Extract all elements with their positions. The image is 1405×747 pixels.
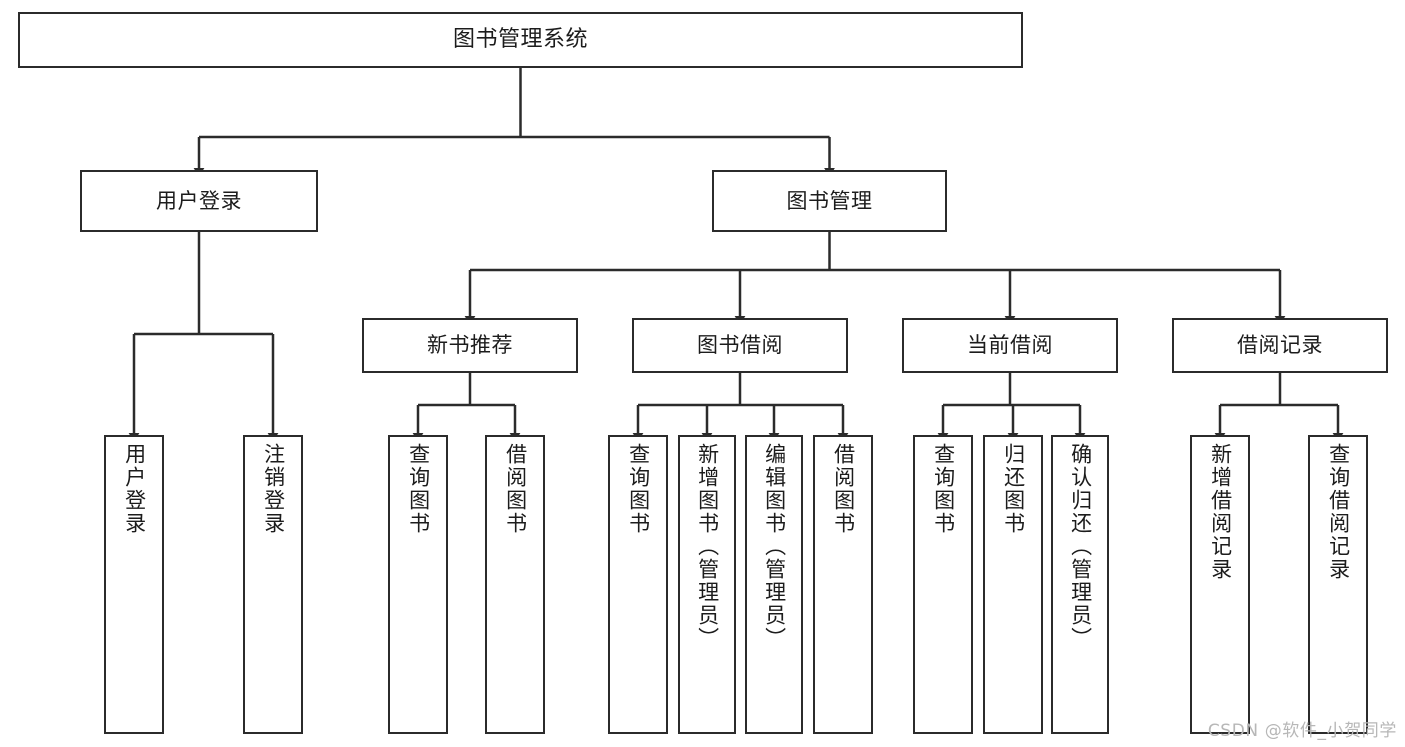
node-l_login[interactable]: 用户登录 <box>104 435 164 734</box>
node-label: 查询借阅记录 <box>1326 443 1351 581</box>
node-root[interactable]: 图书管理系统 <box>18 12 1023 68</box>
node-l_edit[interactable]: 编辑图书（管理员） <box>745 435 803 734</box>
node-records[interactable]: 借阅记录 <box>1172 318 1388 373</box>
node-l_b2[interactable]: 借阅图书 <box>813 435 873 734</box>
node-label: 确认归还（管理员） <box>1068 443 1093 650</box>
node-label: 借阅图书 <box>503 443 528 535</box>
node-label: 查询图书 <box>626 443 651 535</box>
node-label: 归还图书 <box>1001 443 1026 535</box>
node-l_q1[interactable]: 查询图书 <box>388 435 448 734</box>
node-l_confirm[interactable]: 确认归还（管理员） <box>1051 435 1109 734</box>
edge-group <box>128 68 1344 442</box>
node-bookmgmt[interactable]: 图书管理 <box>712 170 947 232</box>
node-label: 图书借阅 <box>697 333 783 358</box>
node-label: 借阅图书 <box>831 443 856 535</box>
node-l_return[interactable]: 归还图书 <box>983 435 1043 734</box>
node-l_b1[interactable]: 借阅图书 <box>485 435 545 734</box>
node-current[interactable]: 当前借阅 <box>902 318 1118 373</box>
node-label: 编辑图书（管理员） <box>762 443 787 650</box>
node-label: 图书管理系统 <box>452 27 588 53</box>
node-l_q3[interactable]: 查询图书 <box>913 435 973 734</box>
node-label: 用户登录 <box>122 443 147 535</box>
watermark: CSDN @软件_小贺同学 <box>1207 721 1397 741</box>
node-label: 借阅记录 <box>1237 333 1323 358</box>
node-label: 图书管理 <box>786 188 873 213</box>
node-label: 查询图书 <box>931 443 956 535</box>
node-label: 新书推荐 <box>427 333 513 358</box>
node-label: 用户登录 <box>156 188 242 213</box>
node-borrow[interactable]: 图书借阅 <box>632 318 848 373</box>
node-l_add[interactable]: 新增图书（管理员） <box>678 435 736 734</box>
node-label: 新增图书（管理员） <box>695 443 720 650</box>
node-label: 注销登录 <box>261 443 286 535</box>
node-l_q2[interactable]: 查询图书 <box>608 435 668 734</box>
node-l_qrec[interactable]: 查询借阅记录 <box>1308 435 1368 734</box>
node-l_logout[interactable]: 注销登录 <box>243 435 303 734</box>
node-login[interactable]: 用户登录 <box>80 170 318 232</box>
node-l_addrec[interactable]: 新增借阅记录 <box>1190 435 1250 734</box>
node-label: 新增借阅记录 <box>1208 443 1233 581</box>
node-newbook[interactable]: 新书推荐 <box>362 318 578 373</box>
node-label: 查询图书 <box>406 443 431 535</box>
node-label: 当前借阅 <box>967 333 1053 358</box>
